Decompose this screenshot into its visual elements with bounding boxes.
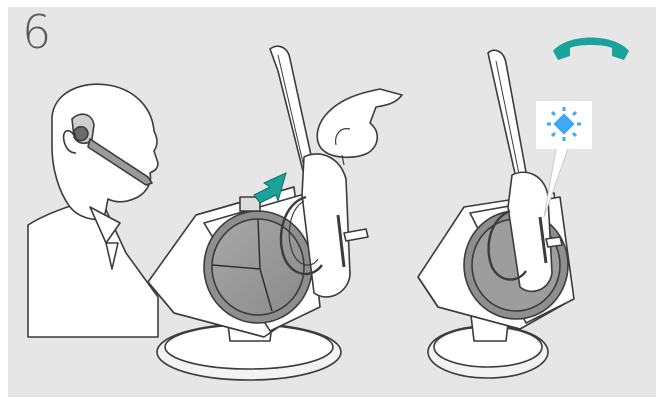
person-wearing-headset (28, 84, 158, 337)
illustration (8, 7, 656, 397)
instruction-panel: 6 (8, 7, 656, 397)
phone-handset-icon (553, 38, 629, 61)
